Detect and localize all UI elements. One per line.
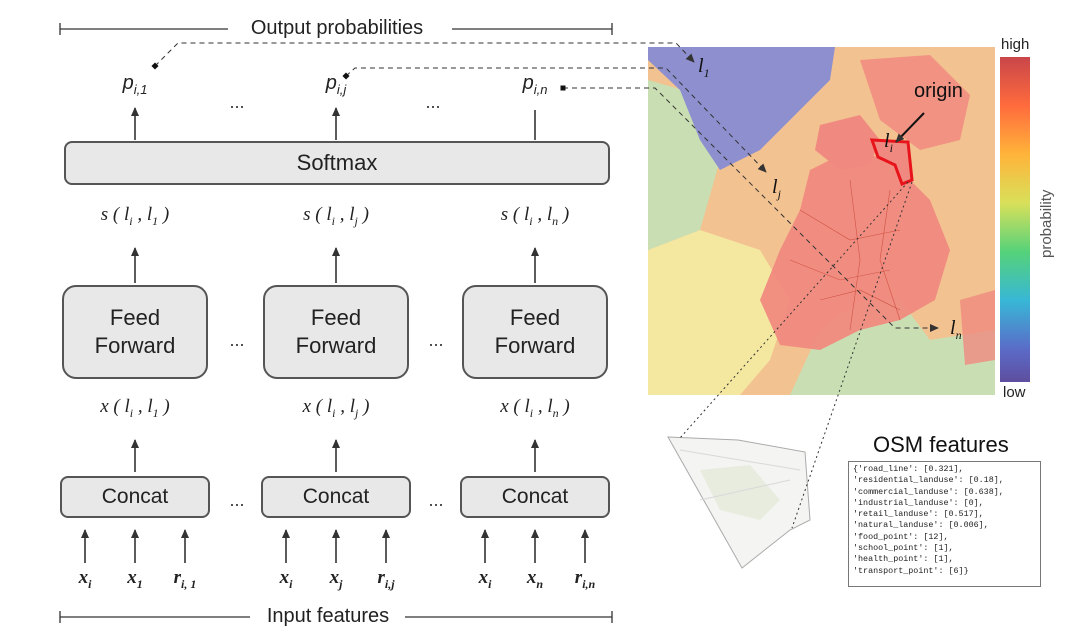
ellipsis-concat-2: ...: [428, 490, 444, 510]
osm-feature-line: {'road_line': [0.321],: [853, 464, 964, 474]
input-header-rule: [59, 611, 613, 623]
feature-label-3: x ( li , ln ): [500, 396, 570, 420]
colorbar-axis-label: probability: [1038, 189, 1055, 258]
input-1-2: x1: [127, 567, 143, 591]
concat-box-2: Concat: [261, 476, 411, 518]
ellipsis-ff-2: ...: [428, 330, 444, 350]
input-2-1: xi: [279, 567, 293, 591]
colorbar: [1000, 57, 1030, 382]
softmax-label: Softmax: [296, 150, 378, 175]
feed-forward-box-3: Feed Forward: [462, 285, 608, 379]
prob-label-1: pi,1: [122, 72, 148, 97]
prob-marker-1: [151, 62, 159, 70]
input-1-3: ri, 1: [173, 567, 197, 591]
region-red-top: [860, 55, 970, 150]
osm-feature-line: 'natural_landuse': [0.006],: [853, 520, 989, 531]
score-label-2: s ( li , lj ): [303, 204, 369, 228]
ellipsis-prob-2: ...: [425, 92, 441, 112]
concat-label: Concat: [101, 485, 169, 508]
ellipsis-prob-1: ...: [229, 92, 245, 112]
output-header-rule: [59, 23, 613, 35]
region-red-main: [760, 150, 950, 350]
prob-label-3: pi,n: [522, 72, 548, 97]
map-label-l1: l1: [698, 55, 710, 80]
osm-feature-line: 'commercial_landuse': [0.638],: [853, 486, 1004, 497]
output-probabilities-header: Output probabilities: [244, 17, 430, 40]
link-l1: [154, 42, 695, 67]
concat-label: Concat: [501, 485, 569, 508]
feature-label-1: x ( li , l1 ): [100, 396, 170, 420]
region-purple: [648, 47, 835, 170]
input-3-3: ri,n: [574, 567, 596, 591]
prob-links: [154, 42, 939, 332]
input-3-2: xn: [526, 567, 544, 591]
link-ln: [563, 87, 939, 332]
feed-forward-box-1: Feed Forward: [62, 285, 208, 379]
osm-feature-line: 'industrial_landuse': [0],: [853, 497, 984, 508]
score-label-1: s ( li , l1 ): [100, 204, 170, 228]
colorbar-low-label: low: [1003, 384, 1026, 401]
osm-feature-line: 'residential_landuse': [0.18],: [853, 475, 1004, 486]
input-features-header: Input features: [260, 605, 396, 628]
input-2-2: xj: [329, 567, 343, 591]
origin-region: [869, 138, 914, 186]
softmax-box: Softmax: [64, 141, 610, 185]
concat-box-1: Concat: [60, 476, 210, 518]
osm-feature-line: 'school_point': [1],: [853, 543, 954, 554]
input-1-1: xi: [78, 567, 92, 591]
feed-forward-label: Feed Forward: [494, 305, 576, 358]
prob-marker-j: [342, 72, 350, 80]
feed-forward-label: Feed Forward: [94, 305, 176, 358]
map-label-li: li: [884, 130, 893, 155]
osm-features-title: OSM features: [873, 432, 1009, 457]
region-red-north: [815, 115, 880, 170]
osm-feature-line: 'health_point': [1],: [853, 554, 954, 565]
colorbar-high-label: high: [1001, 36, 1030, 53]
input-3-1: xi: [478, 567, 492, 591]
flow-arrows: [81, 62, 589, 563]
osm-feature-line: 'transport_point': [6]}: [853, 565, 969, 576]
feed-forward-label: Feed Forward: [295, 305, 377, 358]
map-label-lj: lj: [772, 176, 781, 201]
input-2-3: ri,j: [377, 567, 395, 591]
ellipsis-ff-1: ...: [229, 330, 245, 350]
osm-feature-line: 'retail_landuse': [0.517],: [853, 509, 984, 520]
origin-label: origin: [914, 80, 963, 102]
zoom-lines: [679, 181, 913, 529]
concat-box-3: Concat: [460, 476, 610, 518]
osm-region-inset: [667, 436, 811, 569]
region-red-east: [960, 290, 995, 365]
osm-features-box: {'road_line': [0.321], 'residential_land…: [848, 461, 1041, 587]
probability-map: [648, 47, 995, 395]
origin-arrow: [895, 112, 925, 143]
osm-feature-line: 'food_point': [12],: [853, 531, 949, 542]
region-green-bottom: [840, 330, 995, 395]
prob-label-2: pi,j: [325, 72, 347, 97]
score-label-3: s ( li , ln ): [500, 204, 570, 228]
feature-label-2: x ( li , lj ): [302, 396, 370, 420]
feed-forward-box-2: Feed Forward: [263, 285, 409, 379]
concat-label: Concat: [302, 485, 370, 508]
map-label-ln: ln: [950, 317, 962, 342]
ellipsis-concat-1: ...: [229, 490, 245, 510]
end-dot: [560, 85, 566, 91]
